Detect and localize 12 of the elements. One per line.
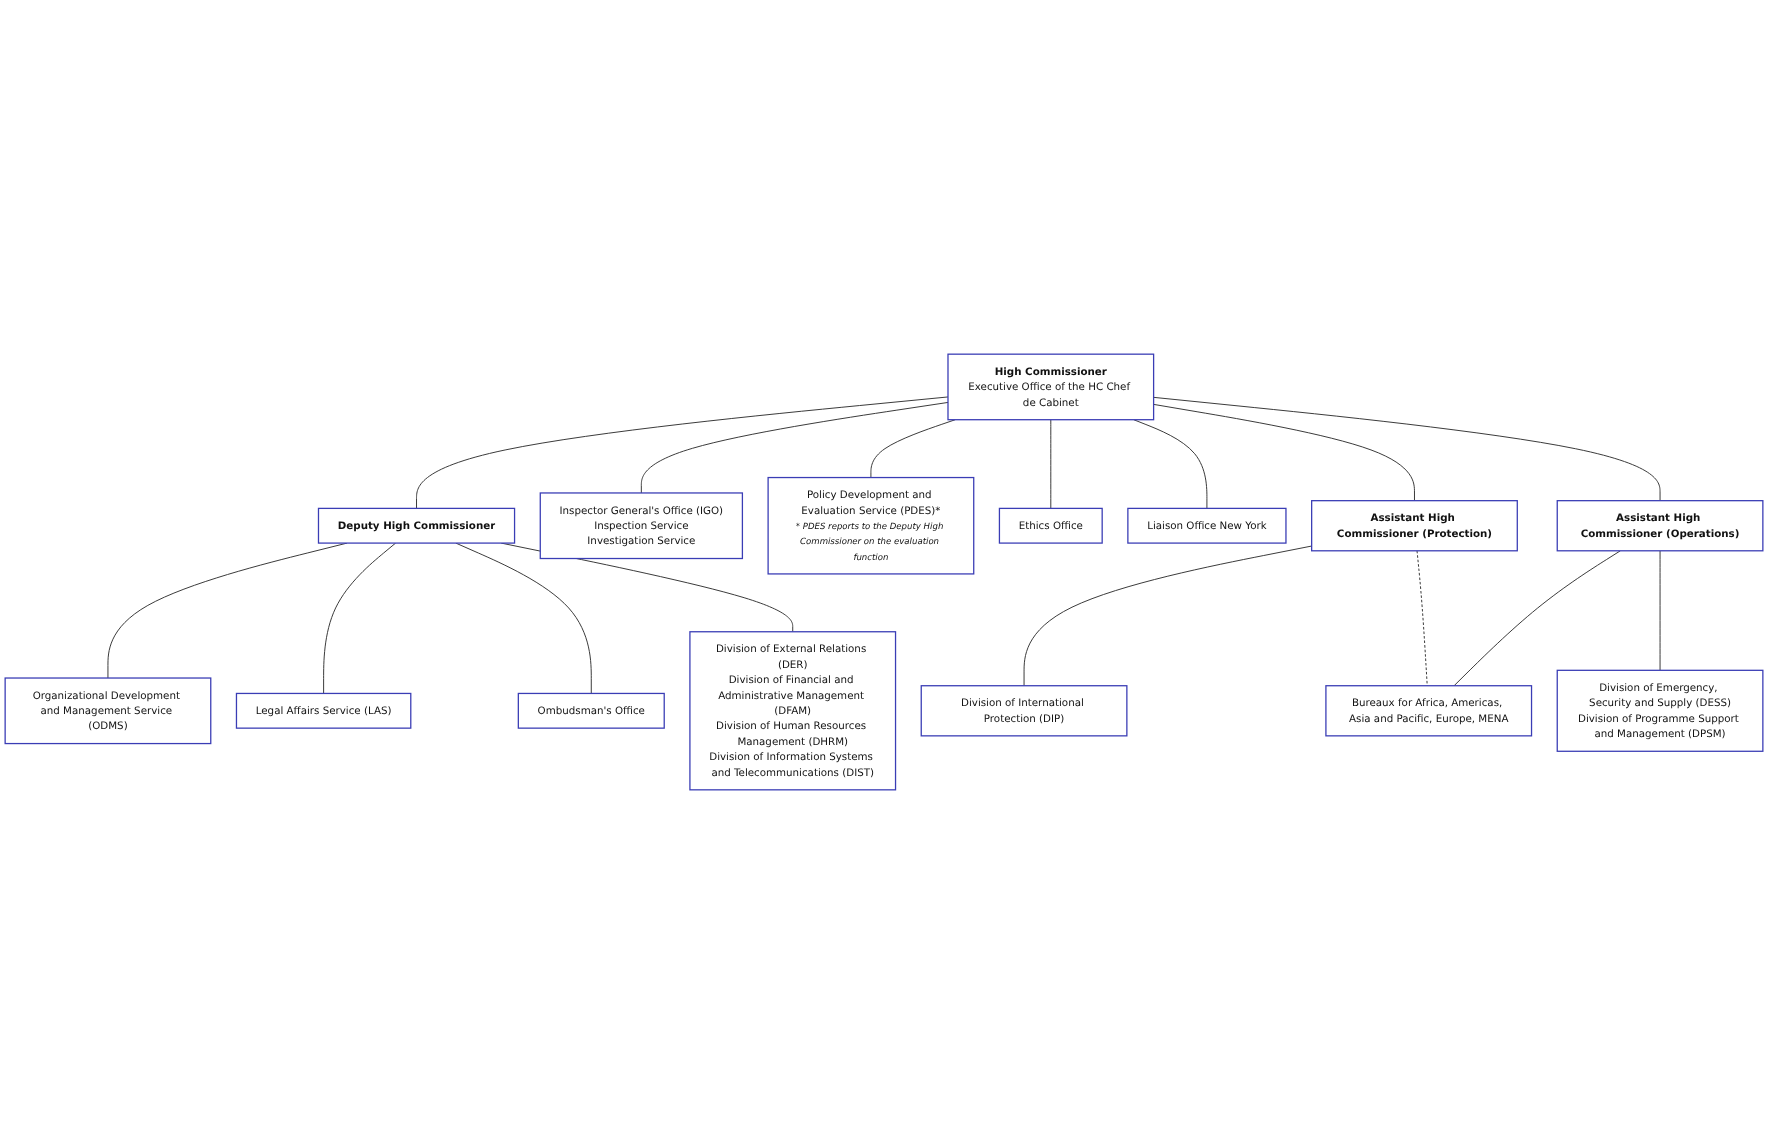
- connector: [1416, 550, 1428, 687]
- connector: [1453, 550, 1621, 687]
- connector: [1023, 545, 1313, 687]
- connector: [455, 542, 592, 694]
- connector: [323, 542, 397, 694]
- connector: [416, 396, 949, 509]
- connector: [870, 419, 956, 479]
- connector: [1153, 396, 1661, 502]
- connector: [1133, 419, 1208, 509]
- connector: [1050, 419, 1052, 509]
- connector: [640, 401, 949, 494]
- connector: [1153, 403, 1415, 502]
